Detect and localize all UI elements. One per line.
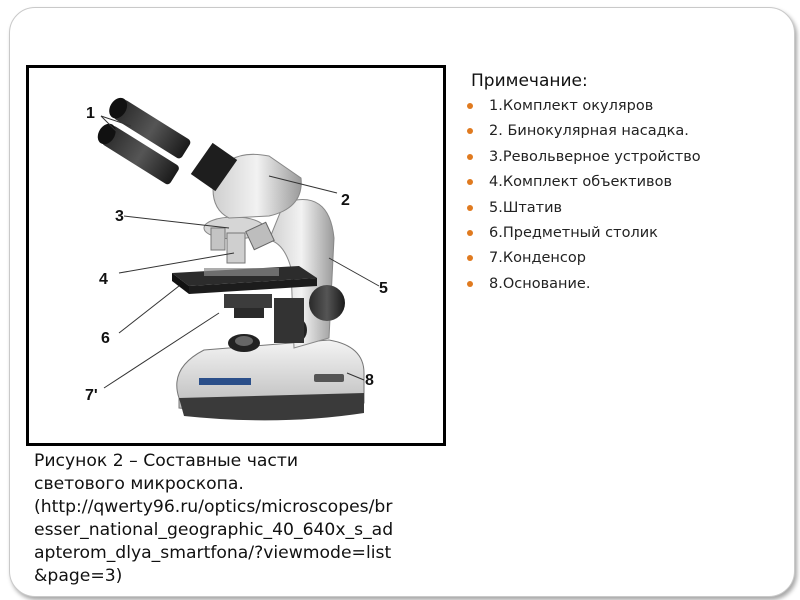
callout-3: 3 xyxy=(115,208,124,226)
microscope-figure: 1 2 3 4 5 6 7' 8 xyxy=(26,65,446,446)
callout-6: 6 xyxy=(101,330,110,348)
caption-title: Рисунок 2 – Составные части светового ми… xyxy=(34,450,394,496)
list-item-text: 8.Основание. xyxy=(489,276,590,292)
list-item: 4.Комплект объективов xyxy=(467,172,701,197)
callout-7: 7' xyxy=(85,387,98,405)
list-item: 1.Комплект окуляров xyxy=(467,96,701,121)
list-item: 3.Револьверное устройство xyxy=(467,147,701,172)
list-item-text: 7.Конденсор xyxy=(489,250,586,266)
list-item: 5.Штатив xyxy=(467,198,701,223)
list-item-text: 6.Предметный столик xyxy=(489,225,658,241)
callout-8: 8 xyxy=(365,372,374,390)
bullet-icon xyxy=(467,255,473,261)
bullet-icon xyxy=(467,230,473,236)
list-item-text: 1.Комплект окуляров xyxy=(489,98,653,114)
list-item: 6.Предметный столик xyxy=(467,223,701,248)
bullet-icon xyxy=(467,179,473,185)
callout-5: 5 xyxy=(379,280,388,298)
list-item-text: 3.Револьверное устройство xyxy=(489,149,701,165)
list-item-text: 4.Комплект объективов xyxy=(489,174,672,190)
bullet-icon xyxy=(467,128,473,134)
figure-caption: Рисунок 2 – Составные части светового ми… xyxy=(34,450,394,588)
bullet-icon xyxy=(467,103,473,109)
list-item-text: 5.Штатив xyxy=(489,200,562,216)
caption-url: (http://qwerty96.ru/optics/microscopes/b… xyxy=(34,496,394,588)
list-item: 2. Бинокулярная насадка. xyxy=(467,121,701,146)
bullet-icon xyxy=(467,154,473,160)
note-title: Примечание: xyxy=(471,71,588,91)
list-item: 7.Конденсор xyxy=(467,248,701,273)
list-item-text: 2. Бинокулярная насадка. xyxy=(489,123,689,139)
note-list: 1.Комплект окуляров 2. Бинокулярная наса… xyxy=(467,96,701,299)
list-item: 8.Основание. xyxy=(467,274,701,299)
bullet-icon xyxy=(467,205,473,211)
callout-2: 2 xyxy=(341,192,350,210)
callout-4: 4 xyxy=(99,271,108,289)
callout-1: 1 xyxy=(86,105,95,123)
bullet-icon xyxy=(467,281,473,287)
